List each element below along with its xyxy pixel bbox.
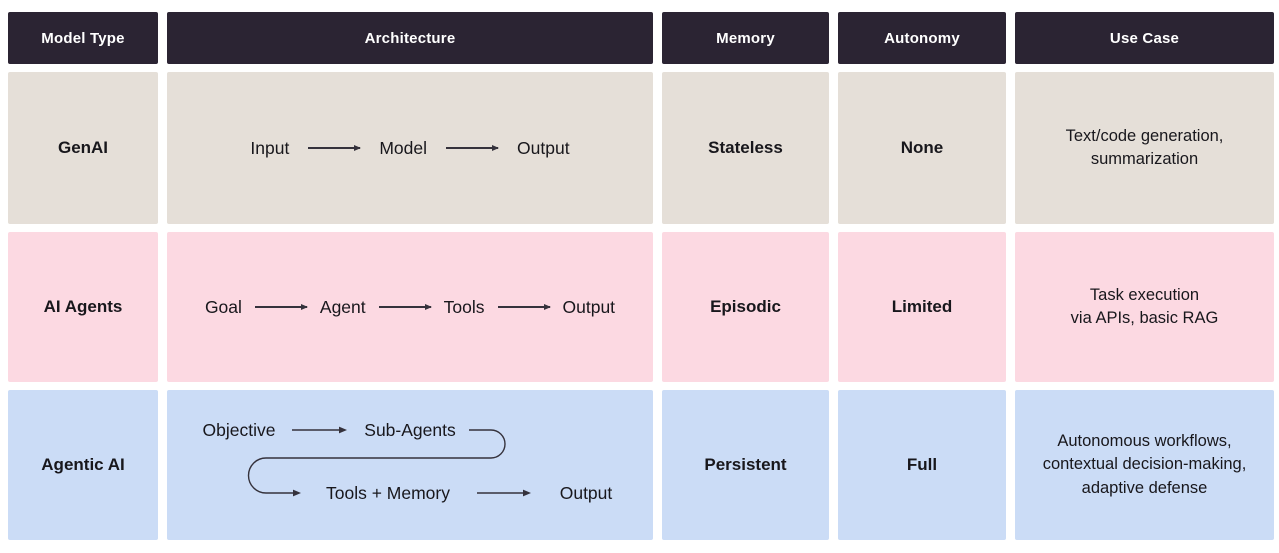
- model-type-label: AI Agents: [43, 297, 123, 316]
- cell-ai-agents-autonomy: Limited: [838, 232, 1006, 382]
- header-label: Model Type: [41, 29, 125, 47]
- cell-agentic-memory: Persistent: [662, 390, 829, 540]
- flow-node: Sub-Agents: [364, 420, 456, 440]
- flow-node: Output: [560, 483, 613, 503]
- cell-genai-architecture: Input Model Output: [167, 72, 653, 224]
- feedback-loop-arrow-icon: [247, 429, 506, 494]
- autonomy-value: Full: [906, 455, 938, 474]
- header-architecture: Architecture: [167, 12, 653, 64]
- cell-genai-memory: Stateless: [662, 72, 829, 224]
- use-case-text: Task execution via APIs, basic RAG: [1070, 285, 1219, 327]
- flow-node: Input: [250, 137, 290, 158]
- autonomy-value: None: [900, 138, 944, 157]
- memory-value: Persistent: [704, 455, 787, 474]
- use-case-text: Text/code generation, summarization: [1065, 126, 1224, 168]
- flow-arrow-icon: [497, 306, 550, 308]
- header-label: Architecture: [364, 29, 456, 47]
- cell-ai-agents-use-case: Task execution via APIs, basic RAG: [1015, 232, 1274, 382]
- flow-node: Output: [562, 296, 616, 317]
- flow-node: Tools: [443, 296, 485, 317]
- header-label: Autonomy: [884, 29, 960, 47]
- flow-node: Model: [379, 137, 428, 158]
- cell-agentic-use-case: Autonomous workflows, contextual decisio…: [1015, 390, 1274, 540]
- cell-ai-agents-architecture: Goal Agent Tools Output: [167, 232, 653, 382]
- flow-node: Tools + Memory: [326, 483, 450, 503]
- flow-arrowhead-icon: [293, 489, 301, 497]
- cell-agentic-architecture: Objective Sub-Agents Tools + Memory Outp…: [167, 390, 653, 540]
- header-autonomy: Autonomy: [838, 12, 1006, 64]
- flow-node: Agent: [319, 296, 366, 317]
- cell-ai-agents-memory: Episodic: [662, 232, 829, 382]
- memory-value: Episodic: [710, 297, 781, 316]
- flow-arrow-icon: [378, 306, 431, 308]
- cell-genai-use-case: Text/code generation, summarization: [1015, 72, 1274, 224]
- flow-arrow-icon: [446, 147, 499, 149]
- header-model-type: Model Type: [8, 12, 158, 64]
- flow-arrow-icon: [308, 147, 361, 149]
- flow-node: Goal: [204, 296, 242, 317]
- header-memory: Memory: [662, 12, 829, 64]
- flow-arrow-icon: [254, 306, 307, 308]
- memory-value: Stateless: [708, 138, 783, 157]
- header-label: Memory: [716, 29, 775, 47]
- flow-arrowhead-icon: [523, 489, 531, 497]
- feedback-loop-diagram: Objective Sub-Agents Tools + Memory Outp…: [203, 420, 613, 503]
- flow-arrowhead-icon: [339, 426, 347, 434]
- cell-agentic-model-type: Agentic AI: [8, 390, 158, 540]
- model-type-label: Agentic AI: [41, 455, 125, 474]
- cell-genai-autonomy: None: [838, 72, 1006, 224]
- header-use-case: Use Case: [1015, 12, 1274, 64]
- cell-genai-model-type: GenAI: [8, 72, 158, 224]
- flow-node: Objective: [203, 420, 276, 440]
- header-label: Use Case: [1109, 29, 1180, 47]
- cell-ai-agents-model-type: AI Agents: [8, 232, 158, 382]
- flow-node: Output: [517, 137, 570, 158]
- use-case-text: Autonomous workflows, contextual decisio…: [1042, 431, 1247, 497]
- model-type-label: GenAI: [57, 138, 109, 157]
- autonomy-value: Limited: [891, 297, 953, 316]
- cell-agentic-autonomy: Full: [838, 390, 1006, 540]
